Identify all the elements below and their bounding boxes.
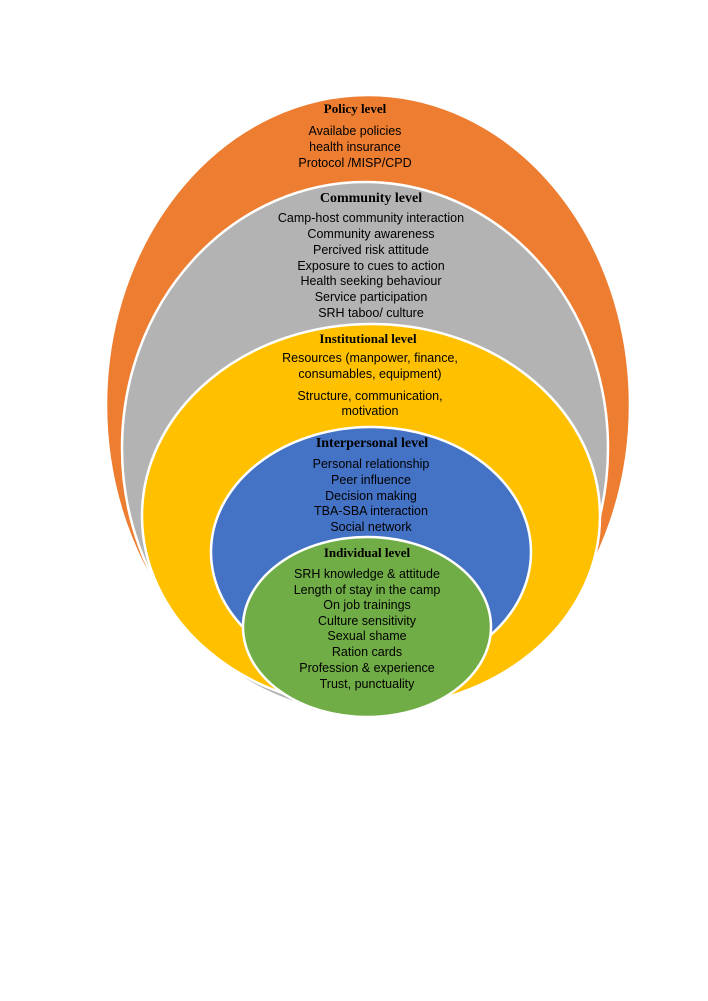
institutional-item: consumables, equipment) — [298, 367, 441, 381]
institutional-item: Resources (manpower, finance, — [282, 351, 458, 365]
community-item: Exposure to cues to action — [297, 259, 444, 273]
individual-level-title: Individual level — [324, 545, 411, 560]
interpersonal-item: TBA-SBA interaction — [314, 504, 428, 518]
policy-item: Availabe policies — [309, 124, 402, 138]
institutional-level-title: Institutional level — [319, 331, 417, 346]
interpersonal-level-title: Interpersonal level — [316, 436, 428, 451]
individual-item: Culture sensitivity — [318, 614, 417, 628]
interpersonal-item: Peer influence — [331, 473, 411, 487]
community-item: Community awareness — [307, 227, 434, 241]
individual-item: SRH knowledge & attitude — [294, 567, 440, 581]
interpersonal-item: Social network — [330, 520, 412, 534]
individual-item: Trust, punctuality — [320, 677, 415, 691]
interpersonal-item: Decision making — [325, 489, 417, 503]
community-item: Camp-host community interaction — [278, 211, 464, 225]
interpersonal-item: Personal relationship — [313, 457, 430, 471]
policy-item: Protocol /MISP/CPD — [298, 156, 411, 170]
individual-item: Sexual shame — [327, 629, 406, 643]
individual-item: On job trainings — [323, 598, 411, 612]
policy-level-title: Policy level — [324, 101, 387, 116]
community-item: SRH taboo/ culture — [318, 306, 424, 320]
institutional-item: motivation — [342, 404, 399, 418]
community-item: Service participation — [315, 290, 428, 304]
individual-item: Ration cards — [332, 645, 402, 659]
community-level-title: Community level — [320, 191, 422, 206]
community-item: Percived risk attitude — [313, 243, 429, 257]
individual-level-ellipse — [241, 535, 493, 719]
policy-item: health insurance — [309, 140, 401, 154]
individual-item: Length of stay in the camp — [294, 583, 441, 597]
community-item: Health seeking behaviour — [300, 274, 441, 288]
individual-item: Profession & experience — [299, 661, 435, 675]
institutional-item: Structure, communication, — [297, 389, 442, 403]
